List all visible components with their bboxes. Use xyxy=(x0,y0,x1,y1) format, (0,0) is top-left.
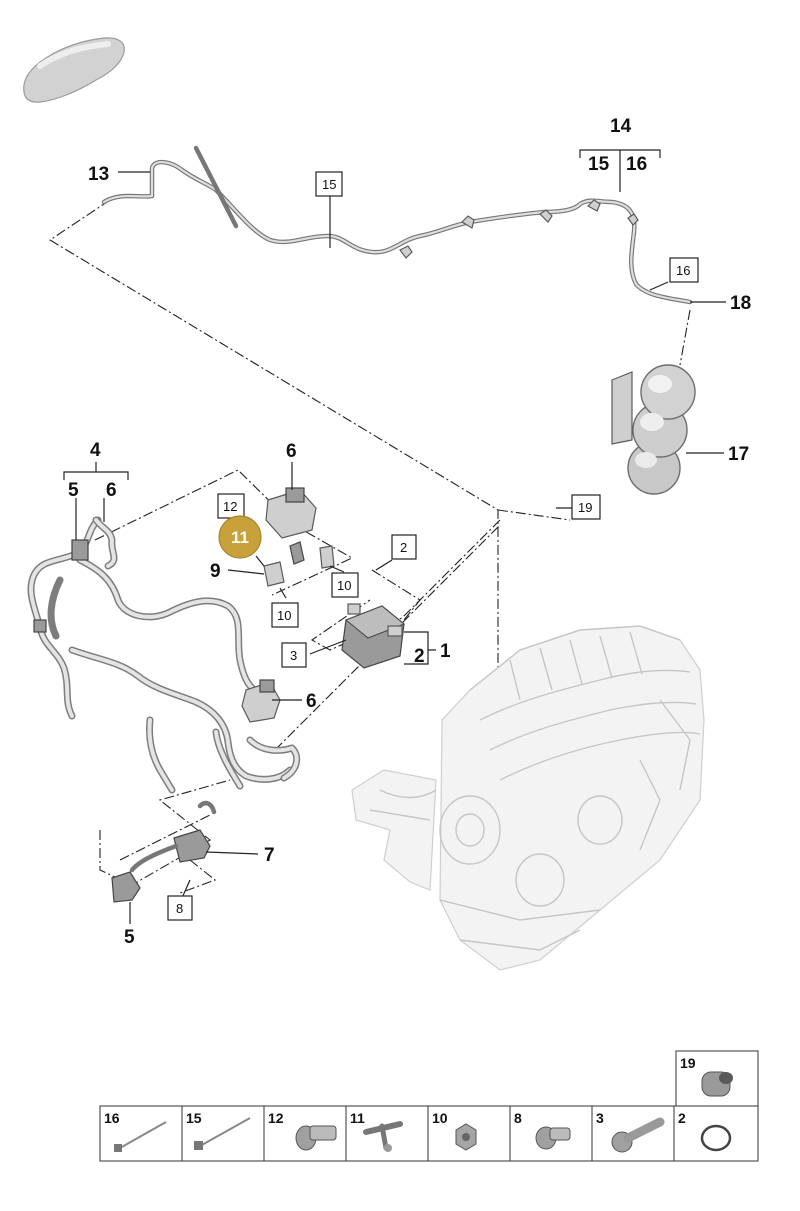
o-ring-icon xyxy=(700,1124,732,1152)
pump-part xyxy=(341,603,405,669)
table-cell-11-number: 11 xyxy=(350,1110,365,1126)
table-cell-8-number: 8 xyxy=(514,1110,522,1126)
label-9: 9 xyxy=(210,561,221,582)
label-2: 2 xyxy=(414,646,425,667)
highlight-circle[interactable] xyxy=(218,515,262,559)
nut-icon xyxy=(455,1123,477,1151)
connector-piece-icon xyxy=(363,1121,403,1152)
label-17: 17 xyxy=(728,444,749,465)
label-6-left: 6 xyxy=(106,480,117,501)
engine-icon xyxy=(351,625,705,971)
label-5-top: 5 xyxy=(68,480,79,501)
cable-tie-icon xyxy=(114,1121,167,1152)
table-cell-10-number: 10 xyxy=(432,1110,448,1126)
boxed-label-15: 15 xyxy=(322,177,336,192)
boxed-label-2: 2 xyxy=(400,540,407,555)
boxed-label-10-right: 10 xyxy=(337,578,351,593)
label-13: 13 xyxy=(88,164,109,185)
pressure-accumulator-icon xyxy=(611,364,696,495)
table-cell-12-number: 12 xyxy=(268,1110,284,1126)
table-cell-19-icon xyxy=(701,1071,733,1097)
label-6-top: 6 xyxy=(286,441,297,462)
boxed-label-10-left: 10 xyxy=(277,608,291,623)
screw-icon xyxy=(535,1126,571,1150)
boxed-label-16: 16 xyxy=(676,263,690,278)
boxed-label-19: 19 xyxy=(578,500,592,515)
hose-harness xyxy=(27,516,301,794)
label-4: 4 xyxy=(90,440,101,461)
table-cell-3-number: 3 xyxy=(596,1110,604,1126)
table-cell-16-number: 16 xyxy=(104,1110,120,1126)
lower-valves xyxy=(111,800,217,903)
coolant-line-15 xyxy=(101,145,693,305)
highlight-number: 11 xyxy=(231,528,249,547)
boxed-label-3: 3 xyxy=(290,648,297,663)
label-6-mid: 6 xyxy=(306,691,317,712)
label-18: 18 xyxy=(730,293,751,314)
boxed-label-12: 12 xyxy=(223,499,237,514)
long-bolt-icon xyxy=(611,1117,665,1153)
label-15: 15 xyxy=(588,154,610,175)
label-7: 7 xyxy=(264,845,275,866)
label-14: 14 xyxy=(610,116,632,137)
part-labels: 13 14 15 16 18 17 4 5 6 6 6 9 2 1 7 5 xyxy=(68,116,751,948)
table-cell-2-number: 2 xyxy=(678,1110,686,1126)
bolt-icon xyxy=(295,1125,337,1151)
highlight-part-11[interactable]: 11 xyxy=(218,515,262,559)
table-cell-19-number: 19 xyxy=(680,1055,696,1071)
label-1: 1 xyxy=(440,641,451,662)
connector-parts xyxy=(263,545,335,587)
table-cell-15-number: 15 xyxy=(186,1110,202,1126)
cable-tie-long-icon xyxy=(194,1117,251,1150)
label-16: 16 xyxy=(626,154,647,175)
parts-table: 19 16 15 12 11 10 8 3 2 xyxy=(99,1050,759,1162)
car-silhouette-icon xyxy=(23,37,125,103)
label-5-bottom: 5 xyxy=(124,927,135,948)
valve-icon xyxy=(241,487,317,723)
boxed-label-8: 8 xyxy=(176,901,183,916)
